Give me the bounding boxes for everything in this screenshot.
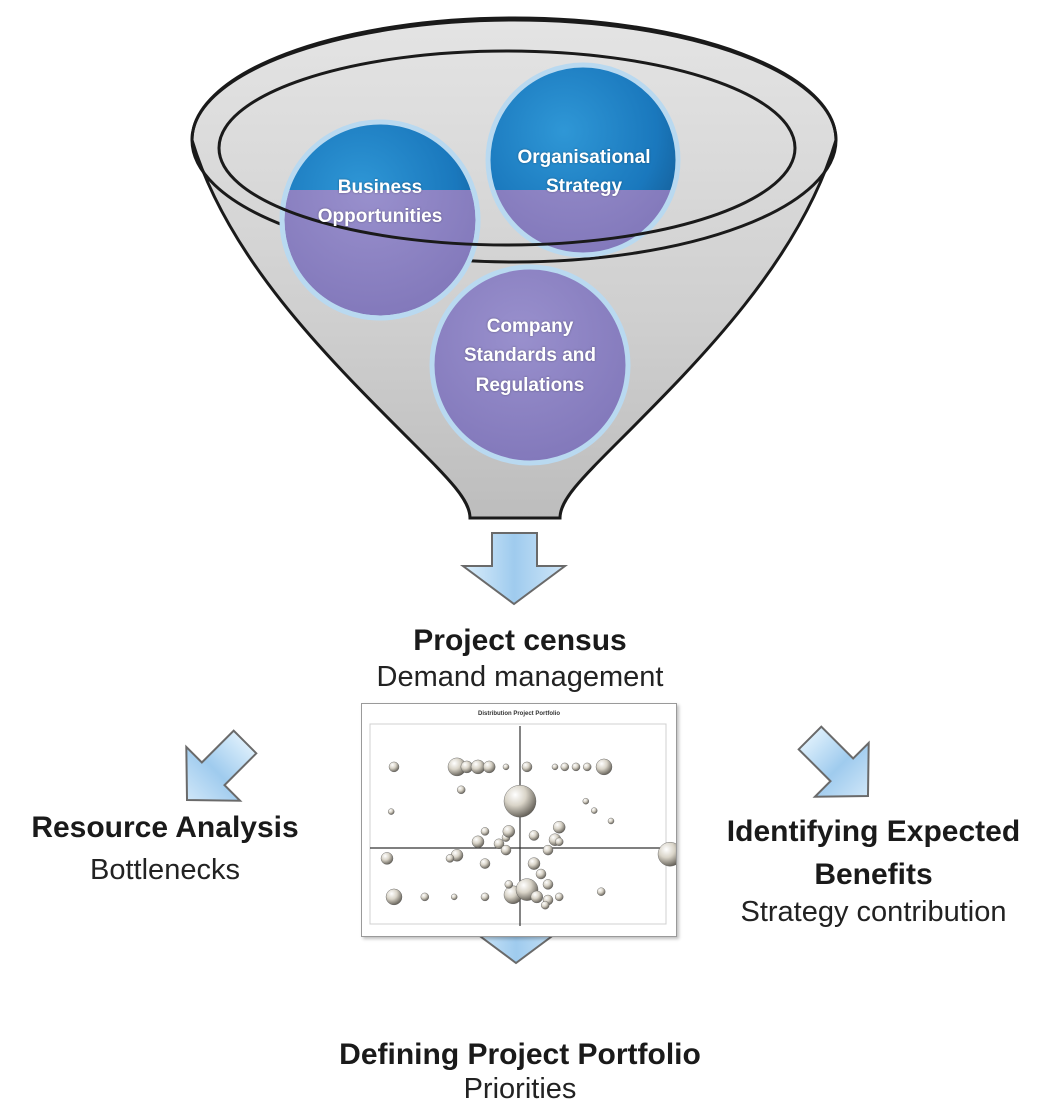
chart-bubble-6 [521, 761, 533, 773]
chart-bubble-26 [542, 844, 554, 856]
resource-title: Resource Analysis [31, 811, 299, 844]
funnel-rim-outer [190, 16, 838, 264]
census-block: Project census Demand management [300, 624, 740, 694]
chart-bubble-7 [551, 763, 559, 771]
chart-bubble-21 [502, 825, 516, 838]
chart-bubble-46 [596, 887, 606, 896]
arrow-down-funnel [459, 532, 569, 606]
chart-bubble-32 [527, 857, 541, 870]
chart-bubble-15 [388, 808, 395, 815]
chart-bubble-37 [554, 892, 564, 902]
benefits-subtitle: Strategy contribution [740, 896, 1007, 928]
portfolio-subtitle: Priorities [463, 1072, 577, 1105]
chart-bubble-17 [607, 817, 615, 825]
chart-bubble-22 [552, 820, 566, 834]
chart-bubble-0 [388, 761, 400, 773]
chart-bubble-47 [504, 880, 514, 889]
chart-plot-border [369, 723, 667, 925]
chart-bubble-4 [482, 760, 496, 774]
arrow-down-right [797, 725, 870, 798]
chart-bubble-24 [493, 838, 505, 850]
chart-bubble-35 [657, 842, 676, 867]
organisational-strategy-label: Organisational Strategy [517, 147, 651, 198]
chart-bubble-48 [540, 900, 550, 910]
chart-bubble-12 [456, 785, 466, 795]
benefits-block: Identifying Expected Benefits Strategy c… [700, 815, 1047, 929]
chart-bubble-39 [385, 888, 403, 906]
chart-bubble-18 [480, 827, 490, 836]
funnel-rim-inner [217, 49, 797, 247]
portfolio-bubble-chart: Distribution Project Portfolio [361, 703, 677, 937]
arrow-down-left [185, 729, 258, 802]
circle-organisational-strategy [485, 62, 681, 258]
chart-bubble-28 [528, 830, 540, 841]
circle-company-standards [429, 264, 631, 466]
chart-plot [369, 723, 676, 926]
chart-bubble-5 [502, 763, 510, 771]
chart-bubble-10 [582, 762, 592, 772]
chart-bubble-14 [582, 797, 590, 805]
chart-bubble-27 [554, 837, 564, 847]
census-title: Project census [413, 624, 627, 657]
chart-bubble-30 [445, 854, 455, 863]
chart-title: Distribution Project Portfolio [478, 711, 560, 717]
portfolio-block: Defining Project Portfolio Priorities [270, 1038, 770, 1106]
chart-bubble-41 [480, 892, 490, 902]
chart-bubble-13 [503, 784, 537, 818]
resource-subtitle: Bottlenecks [90, 853, 240, 886]
chart-bubble-20 [471, 835, 485, 849]
census-subtitle: Demand management [376, 660, 664, 693]
benefits-title-line2: Benefits [814, 857, 933, 891]
chart-bubble-31 [479, 858, 491, 869]
resource-block: Resource Analysis Bottlenecks [0, 811, 330, 887]
chart-bubble-3 [470, 759, 486, 775]
chart-bubble-33 [535, 868, 547, 880]
chart-bubble-40 [450, 893, 458, 901]
circle-business-opportunities [279, 119, 481, 321]
chart-bubble-16 [590, 807, 598, 814]
chart-bubble-8 [560, 762, 570, 772]
chart-bubble-11 [595, 758, 613, 776]
portfolio-title: Defining Project Portfolio [339, 1038, 701, 1071]
chart-bubble-34 [380, 852, 394, 865]
business-opportunities-label: Business Opportunities [317, 177, 443, 228]
chart-bubble-9 [571, 762, 581, 772]
chart-bubble-25 [500, 844, 512, 856]
chart-bubble-44 [530, 890, 544, 904]
chart-bubble-36 [542, 879, 554, 890]
benefits-title-line1: Identifying Expected [726, 815, 1021, 848]
chart-bubble-38 [420, 892, 429, 902]
company-standards-label: Company Standards and Regulations [464, 316, 596, 396]
